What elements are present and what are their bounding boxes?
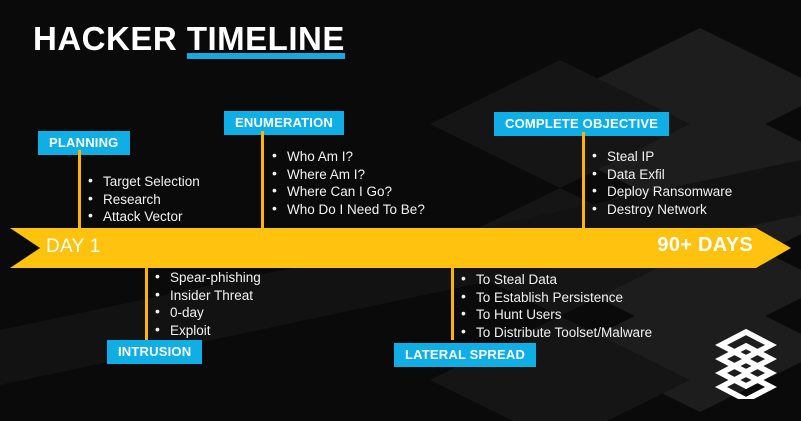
list-item: Where Am I?: [272, 165, 425, 184]
connector-lateral-spread: [451, 268, 454, 340]
list-item: To Hunt Users: [461, 305, 652, 324]
list-item: Deploy Ransomware: [592, 182, 732, 201]
timeline-arrow-bar: [10, 228, 791, 268]
page-title: HACKER TIMELINE: [33, 20, 345, 59]
list-item: Target Selection: [88, 172, 200, 191]
timeline-end-label: 90+ DAYS: [657, 234, 753, 256]
bullet-list-enumeration: Who Am I? Where Am I? Where Can I Go? Wh…: [272, 147, 425, 219]
list-item: Attack Vector: [88, 207, 200, 226]
list-item: To Distribute Toolset/Malware: [461, 323, 652, 342]
list-item: Exploit: [155, 321, 261, 340]
bullet-list-lateral-spread: To Steal Data To Establish Persistence T…: [461, 270, 652, 342]
list-item: Research: [88, 190, 200, 209]
list-item: To Steal Data: [461, 270, 652, 289]
connector-planning: [78, 150, 81, 228]
list-item: Data Exfil: [592, 165, 732, 184]
phase-badge-intrusion[interactable]: INTRUSION: [107, 340, 203, 364]
timeline-start-label: DAY 1: [46, 236, 101, 257]
list-item: Spear-phishing: [155, 268, 261, 287]
list-item: Insider Threat: [155, 286, 261, 305]
list-item: 0-day: [155, 303, 261, 322]
title-part-two: TIMELINE: [186, 20, 345, 59]
title-part-one: HACKER: [33, 20, 187, 57]
connector-intrusion: [145, 268, 148, 340]
list-item: Who Do I Need To Be?: [272, 200, 425, 219]
list-item: Who Am I?: [272, 147, 425, 166]
bullet-list-planning: Target Selection Research Attack Vector: [88, 172, 200, 226]
stacked-diamond-logo: [715, 328, 777, 399]
connector-enumeration: [261, 131, 264, 228]
bullet-list-complete-objective: Steal IP Data Exfil Deploy Ransomware De…: [592, 147, 732, 219]
list-item: Where Can I Go?: [272, 182, 425, 201]
list-item: Destroy Network: [592, 200, 732, 219]
connector-complete-objective: [582, 132, 585, 228]
list-item: To Establish Persistence: [461, 288, 652, 307]
phase-badge-lateral-spread[interactable]: LATERAL SPREAD: [394, 343, 537, 367]
bullet-list-intrusion: Spear-phishing Insider Threat 0-day Expl…: [155, 268, 261, 340]
phase-badge-enumeration[interactable]: ENUMERATION: [224, 111, 345, 135]
phase-badge-complete-objective[interactable]: COMPLETE OBJECTIVE: [494, 112, 670, 136]
phase-badge-planning[interactable]: PLANNING: [38, 131, 130, 155]
list-item: Steal IP: [592, 147, 732, 166]
